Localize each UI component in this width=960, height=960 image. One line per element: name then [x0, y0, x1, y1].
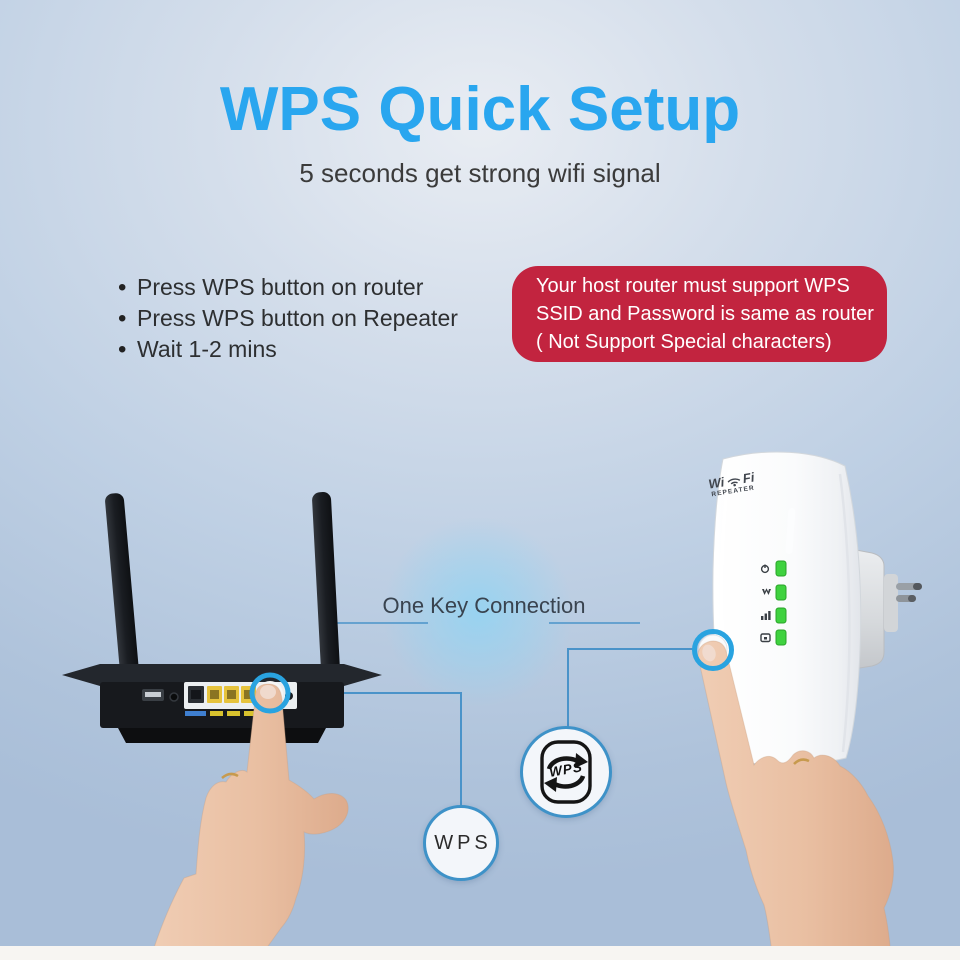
led-panel [760, 560, 787, 646]
router-wps-badge-label: WPS [434, 831, 492, 854]
one-key-connection-label: One Key Connection [382, 593, 586, 618]
notice-box: Your host router must support WPS SSID a… [512, 266, 887, 362]
repeater-body [712, 451, 862, 766]
reset-button [169, 692, 179, 702]
left-fingernail [260, 685, 276, 699]
power-led-icon [760, 564, 770, 574]
repeater-wps-badge: WPS [520, 726, 612, 818]
left-hand-ring [221, 772, 239, 779]
plug-pins [896, 583, 922, 602]
lan-ports [207, 686, 256, 703]
router-wps-button-highlight [249, 672, 291, 714]
repeater-reflection [785, 508, 796, 554]
router-to-badge-line [288, 692, 462, 806]
instruction-item: Press WPS button on Repeater [104, 303, 524, 334]
router-antenna-right [312, 492, 340, 676]
bottom-strip [0, 946, 960, 960]
lan-led-icon [760, 633, 771, 643]
repeater-wps-button-highlight [692, 629, 734, 671]
instruction-list: Press WPS button on router Press WPS but… [104, 272, 524, 365]
wifi-icon [727, 478, 740, 487]
notice-line: ( Not Support Special characters) [536, 331, 832, 353]
right-hand [697, 640, 894, 960]
notice-line: SSID and Password is same as router [536, 303, 874, 325]
signal-led-icon [761, 611, 771, 620]
plug-pin-base [884, 574, 898, 632]
repeater-contour [838, 473, 851, 753]
wan-port-slot [191, 690, 201, 699]
repeater-logo: Wi Fi REPEATER [687, 467, 777, 502]
page-title: WPS Quick Setup [219, 75, 741, 144]
right-fingernail [702, 644, 716, 662]
connector-lines [288, 622, 695, 806]
wps-led-icon [762, 588, 771, 595]
router-base [118, 728, 326, 743]
logo-wi: Wi [707, 474, 726, 492]
repeater-to-badge-line [567, 648, 695, 727]
router-wps-badge: WPS [423, 805, 499, 881]
usb-port-tongue [145, 692, 161, 697]
logo-fi: Fi [741, 469, 756, 487]
router-top-edge [62, 664, 382, 686]
router-antenna-left [105, 493, 139, 679]
instruction-item: Press WPS button on router [104, 272, 524, 303]
left-hand [149, 683, 349, 960]
glow-highlight [383, 517, 573, 707]
wps-sync-icon [540, 740, 592, 804]
notice-line: Your host router must support WPS [536, 275, 850, 297]
instruction-item: Wait 1-2 mins [104, 334, 524, 365]
right-hand-ring [793, 758, 810, 765]
page-subtitle: 5 seconds get strong wifi signal [299, 158, 661, 188]
